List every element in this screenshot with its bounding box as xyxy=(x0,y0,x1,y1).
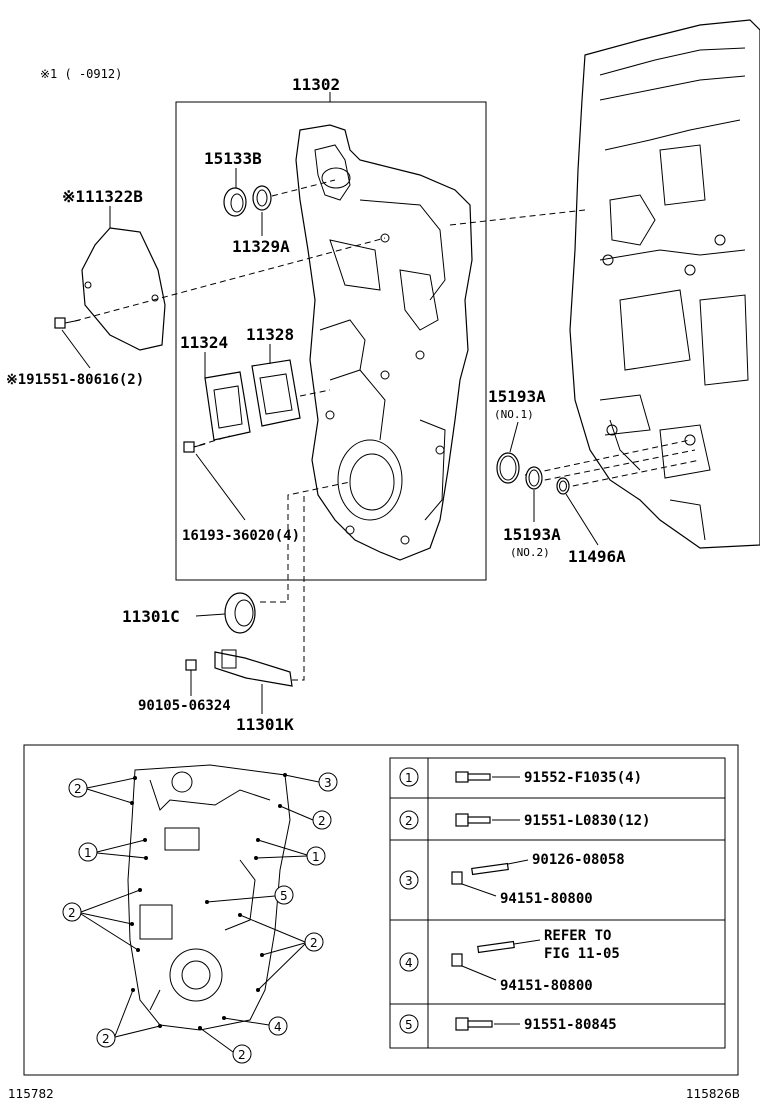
callout-15193a-no2-sub: (NO.2) xyxy=(510,546,550,559)
legend-row-4[interactable]: 4 REFER TO FIG 11-05 94151-80800 xyxy=(399,928,620,994)
diagram-id-left: 115782 xyxy=(8,1087,54,1101)
bm-label-2d: 2 xyxy=(310,936,318,950)
legend-row-2[interactable]: 2 91551-L0830(12) xyxy=(399,810,650,830)
legend-row-5[interactable]: 5 91551-80845 xyxy=(399,1014,617,1034)
bm-label-2a: 2 xyxy=(74,782,82,796)
callout-15193a-no2[interactable]: 15193A xyxy=(503,525,561,544)
bolt-map-frame xyxy=(23,744,739,1076)
legend-row-4-part-b: 94151-80800 xyxy=(500,978,593,994)
legend-row-2-num: 2 xyxy=(405,814,413,828)
legend-row-4-num: 4 xyxy=(405,956,413,970)
gasket-11329a[interactable] xyxy=(252,185,272,211)
callout-11328[interactable]: 11328 xyxy=(246,325,294,344)
legend-row-3[interactable]: 3 90126-08058 94151-80800 xyxy=(399,852,625,907)
bolt-map-cover xyxy=(127,764,291,1031)
callout-11302[interactable]: 11302 xyxy=(292,75,340,94)
diagram-id-right: 115826B xyxy=(686,1087,740,1101)
legend-row-5-part: 91551-80845 xyxy=(524,1017,617,1033)
bolt-16193[interactable] xyxy=(183,441,206,453)
legend-row-1-part: 91552-F1035(4) xyxy=(524,770,642,786)
callout-11329a[interactable]: 11329A xyxy=(232,237,290,256)
bolt-legend-table: 1 91552-F1035(4) 2 91551-L0830(12) 3 901… xyxy=(389,757,726,1049)
callout-11301c[interactable]: 11301C xyxy=(122,607,180,626)
legend-row-3-num: 3 xyxy=(405,874,413,888)
sensor-11301k[interactable] xyxy=(214,649,293,687)
engine-block xyxy=(569,19,760,549)
bm-label-2b: 2 xyxy=(318,814,326,828)
legend-row-5-num: 5 xyxy=(405,1018,413,1032)
bm-label-1a: 1 xyxy=(84,846,92,860)
callout-15133b[interactable]: 15133B xyxy=(204,149,262,168)
callout-15193a-no1-sub: (NO.1) xyxy=(494,408,534,421)
seal-15133b[interactable] xyxy=(223,187,247,217)
bolt-map-callouts: 2 3 2 1 1 5 2 2 2 4 xyxy=(62,772,338,1064)
bm-label-1b: 1 xyxy=(312,850,320,864)
gasket-11328[interactable] xyxy=(251,359,301,427)
callout-16193-36020[interactable]: 16193-36020(4) xyxy=(182,528,300,544)
o-ring-15193a-no2[interactable] xyxy=(525,466,543,490)
timing-chain-cover xyxy=(295,124,473,561)
bm-label-2e: 2 xyxy=(102,1032,110,1046)
callout-91551-80616[interactable]: ※191551-80616(2) xyxy=(6,372,144,388)
cover-plate-11322b[interactable] xyxy=(81,227,166,351)
note-top: ※1 ( -0912) xyxy=(40,67,122,81)
cover-11324[interactable] xyxy=(204,371,251,441)
legend-row-3-part-b: 94151-80800 xyxy=(500,891,593,907)
bm-label-2f: 2 xyxy=(238,1048,246,1062)
oil-seal-11301c[interactable] xyxy=(224,592,256,634)
callout-15193a-no1[interactable]: 15193A xyxy=(488,387,546,406)
bm-label-5: 5 xyxy=(280,889,288,903)
callout-11322b[interactable]: ※111322B xyxy=(62,187,143,206)
legend-row-3-part-a: 90126-08058 xyxy=(532,852,625,868)
o-ring-11496a[interactable] xyxy=(556,477,570,495)
legend-row-4-ref-1: REFER TO xyxy=(544,928,611,944)
legend-row-1-num: 1 xyxy=(405,771,413,785)
bolt-91551-80616[interactable] xyxy=(54,317,81,329)
assembly-frame xyxy=(175,101,487,581)
legend-row-1[interactable]: 1 91552-F1035(4) xyxy=(399,767,642,787)
bm-label-2c: 2 xyxy=(68,906,76,920)
legend-row-4-ref-2: FIG 11-05 xyxy=(544,946,620,962)
bm-label-4: 4 xyxy=(274,1020,282,1034)
callout-90105-06324[interactable]: 90105-06324 xyxy=(138,698,231,714)
o-ring-15193a-no1[interactable] xyxy=(496,452,520,484)
callout-11496a[interactable]: 11496A xyxy=(568,547,626,566)
bm-label-3: 3 xyxy=(324,776,332,790)
callout-11301k[interactable]: 11301K xyxy=(236,715,294,734)
bolt-90105-06324[interactable] xyxy=(185,659,197,690)
legend-row-2-part: 91551-L0830(12) xyxy=(524,813,650,829)
callout-11324[interactable]: 11324 xyxy=(180,333,228,352)
